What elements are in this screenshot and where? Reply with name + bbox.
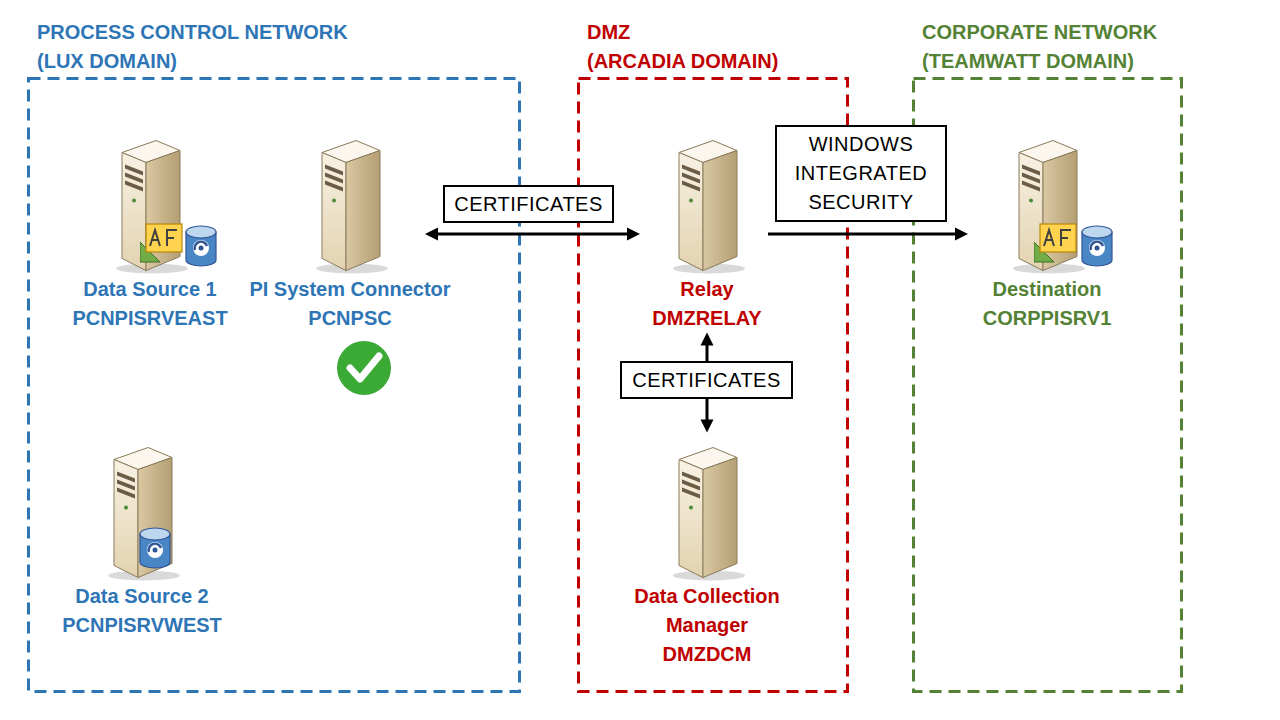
connector-line	[436, 233, 629, 236]
connector-line	[768, 233, 957, 236]
arrow-head	[701, 333, 714, 346]
edge-label: WINDOWS INTEGRATED SECURITY	[795, 130, 927, 217]
host-name: PCNPISRVWEST	[0, 611, 292, 640]
icon-space	[657, 442, 757, 582]
server-node: RelayDMZRELAY	[657, 135, 757, 333]
arrow-head	[627, 228, 640, 241]
server-node: Data Collection ManagerDMZDCM	[657, 442, 757, 669]
server-icon	[1013, 141, 1085, 274]
host-name: DMZRELAY	[557, 304, 857, 333]
server-role: Relay	[557, 275, 857, 304]
connector-arrow	[425, 228, 640, 241]
server-node: Data Source 1PCNPISRVEAST	[100, 135, 200, 333]
host-name: PCNPISRVEAST	[0, 304, 300, 333]
label-box: CERTIFICATES	[443, 185, 614, 223]
server-role: Data Collection Manager	[557, 582, 857, 640]
server-role: Destination	[897, 275, 1197, 304]
network-zone: CORPORATE NETWORK (TEAMWATT DOMAIN)Desti…	[912, 77, 1183, 693]
label-box: WINDOWS INTEGRATED SECURITY	[775, 125, 947, 222]
edge-label: CERTIFICATES	[632, 366, 781, 395]
icon-space	[300, 135, 400, 275]
arrow-head	[955, 228, 968, 241]
dashed-border	[914, 79, 1182, 692]
af-badge	[1034, 224, 1076, 262]
zone-title: DMZ (ARCADIA DOMAIN)	[587, 18, 778, 76]
host-name: DMZDCM	[557, 640, 857, 669]
arrow-head	[701, 420, 714, 433]
icon-space	[657, 135, 757, 275]
icon-space	[92, 442, 192, 582]
edge-label: CERTIFICATES	[454, 190, 603, 219]
server-role: PI System Connector	[200, 275, 500, 304]
pi-database-icon	[1082, 226, 1112, 266]
server-icon	[116, 141, 188, 274]
label-box: CERTIFICATES	[620, 361, 793, 399]
server-node: PI System ConnectorPCNPSC	[300, 135, 400, 333]
server-node: Data Source 2PCNPISRVWEST	[92, 442, 192, 640]
af-badge	[140, 224, 182, 262]
host-name: CORPPISRV1	[897, 304, 1197, 333]
zone-outline	[912, 77, 1183, 693]
host-name: PCNPSC	[200, 304, 500, 333]
server-icon	[673, 448, 745, 581]
server-role: Data Source 2	[0, 582, 292, 611]
icon-space	[997, 135, 1097, 275]
zone-title: PROCESS CONTROL NETWORK (LUX DOMAIN)	[37, 18, 348, 76]
server-icon	[316, 141, 388, 274]
network-zone: PROCESS CONTROL NETWORK (LUX DOMAIN)Data…	[27, 77, 521, 693]
icon-space	[100, 135, 200, 275]
server-icon	[673, 141, 745, 274]
zone-title: CORPORATE NETWORK (TEAMWATT DOMAIN)	[922, 18, 1157, 76]
server-node: DestinationCORPPISRV1	[997, 135, 1097, 333]
pi-database-icon	[186, 226, 216, 266]
connector-arrow	[768, 228, 968, 241]
arrow-head	[425, 228, 438, 241]
check-mark	[337, 341, 391, 395]
pi-database-icon	[140, 528, 170, 568]
server-icon	[108, 448, 180, 581]
